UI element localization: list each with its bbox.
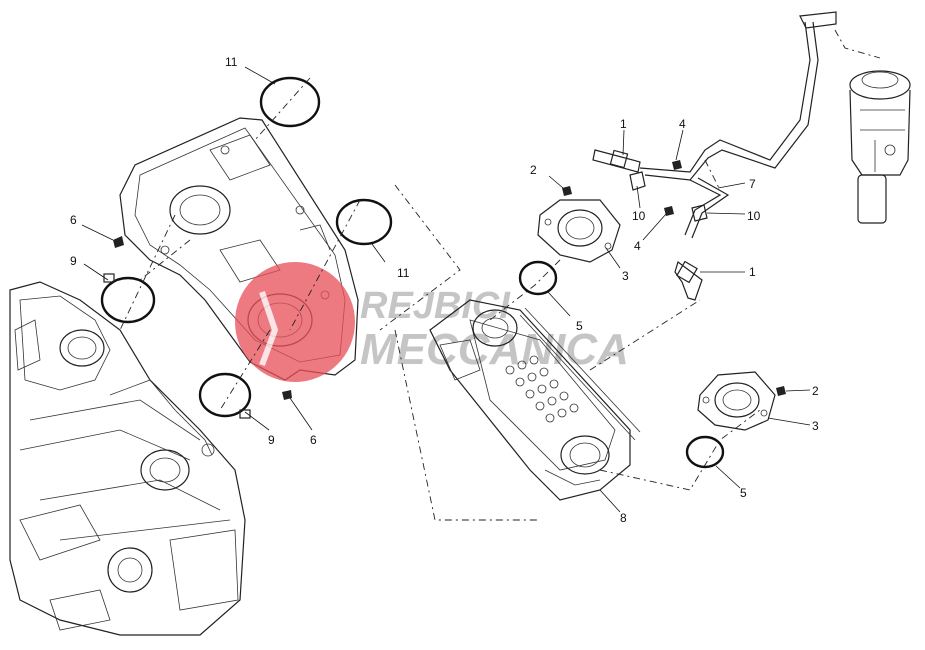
- fuel-pump: [849, 70, 911, 224]
- callout-4-middle: 4: [634, 239, 641, 253]
- fuel-line-7: [639, 11, 837, 239]
- callout-1-top: 1: [620, 117, 627, 131]
- clip-10-right: [691, 204, 708, 222]
- callout-2-top: 2: [530, 163, 537, 177]
- watermark-line2: MECCANICA: [360, 325, 629, 374]
- o-ring-5-right: [685, 435, 725, 469]
- callout-7: 7: [749, 177, 756, 191]
- watermark-line1: REJBICI: [360, 285, 511, 327]
- callout-9-bottom: 9: [268, 433, 275, 447]
- callout-3-right: 3: [812, 419, 819, 433]
- screw-6-left: [113, 236, 124, 248]
- callout-9-left: 9: [70, 254, 77, 268]
- callout-6-left: 6: [70, 213, 77, 227]
- injector-1-top: [592, 149, 641, 173]
- injector-1-right: [674, 260, 703, 301]
- watermark-circle: [235, 262, 355, 382]
- engine-block: [9, 281, 246, 636]
- callout-10-left: 10: [632, 209, 646, 223]
- o-ring-11-top: [259, 76, 321, 128]
- callout-10-right: 10: [747, 209, 761, 223]
- callout-labels: 11 11 6 9 9 6 2 3 5 1 4 7 10 10 4 1 2 3 …: [70, 55, 819, 525]
- callout-2-right: 2: [812, 384, 819, 398]
- throttle-body-8: [429, 299, 641, 501]
- hose-clamp-9-bottom: [198, 372, 252, 418]
- leader-lines: [81, 66, 811, 513]
- o-ring-11-right: [335, 198, 393, 246]
- callout-11-right: 11: [397, 266, 410, 280]
- callout-4-top: 4: [679, 117, 686, 131]
- callout-1-right: 1: [749, 265, 756, 279]
- intake-flange-3-top: [537, 199, 621, 263]
- watermark: REJBICI MECCANICA: [235, 262, 629, 382]
- screw-2-right: [776, 386, 786, 396]
- clip-10-left: [629, 171, 646, 191]
- hose-clamp-9-left: [100, 276, 156, 324]
- callout-8: 8: [620, 511, 627, 525]
- screw-6-bottom: [282, 390, 292, 400]
- callout-3-top: 3: [622, 269, 629, 283]
- callout-5-middle: 5: [576, 319, 583, 333]
- screw-4-top: [672, 160, 682, 170]
- intake-flange-3-right: [697, 371, 776, 431]
- callout-5-right: 5: [740, 486, 747, 500]
- screw-4-middle: [664, 206, 674, 216]
- callout-11-top: 11: [225, 55, 238, 69]
- screw-2-top: [562, 186, 572, 196]
- callout-6-bottom: 6: [310, 433, 317, 447]
- o-ring-5-middle: [518, 260, 558, 296]
